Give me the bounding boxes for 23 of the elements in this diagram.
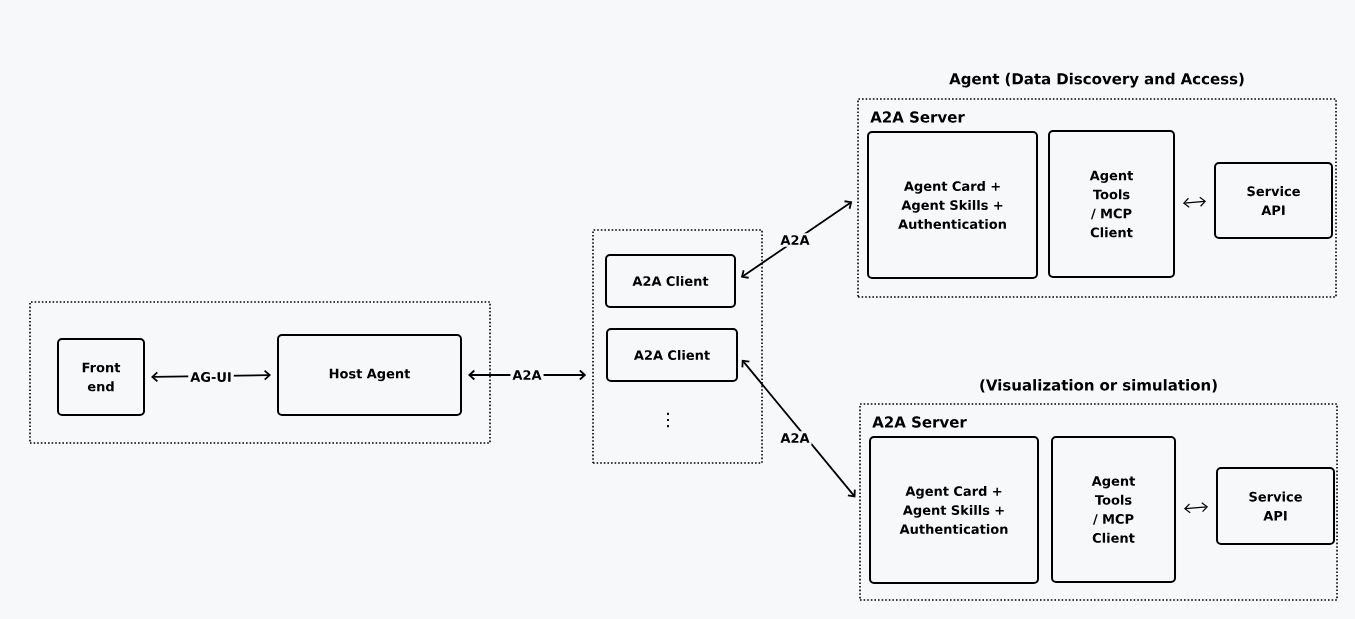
edge-label: A2A: [510, 368, 544, 382]
component-box: Agent Tools / MCP Client: [1048, 130, 1175, 278]
node-label: (Visualization or simulation): [980, 379, 1217, 393]
component-box: A2A Client: [605, 254, 736, 308]
edge-label: AG-UI: [188, 370, 234, 384]
arrow: [740, 200, 853, 279]
component-box: Service API: [1214, 162, 1333, 239]
arrow: [741, 359, 856, 498]
component-box: Host Agent: [277, 334, 462, 416]
component-box: A2A Client: [606, 328, 738, 382]
group-frame: [592, 229, 763, 464]
arrow: [1182, 196, 1207, 208]
arrow: [1184, 502, 1209, 514]
group-frame: [29, 301, 491, 444]
node-label: Agent (Data Discovery and Access): [949, 72, 1244, 88]
component-box: Service API: [1216, 467, 1335, 545]
edge-label: A2A: [778, 233, 812, 247]
ellipsis-mark: ⋮: [667, 412, 669, 428]
component-box: Front end: [57, 338, 145, 416]
edge-label: A2A: [778, 431, 812, 445]
component-box: Agent Tools / MCP Client: [1051, 436, 1176, 583]
component-box: Agent Card + Agent Skills + Authentication: [867, 131, 1038, 279]
component-box: Agent Card + Agent Skills + Authentication: [869, 436, 1039, 584]
